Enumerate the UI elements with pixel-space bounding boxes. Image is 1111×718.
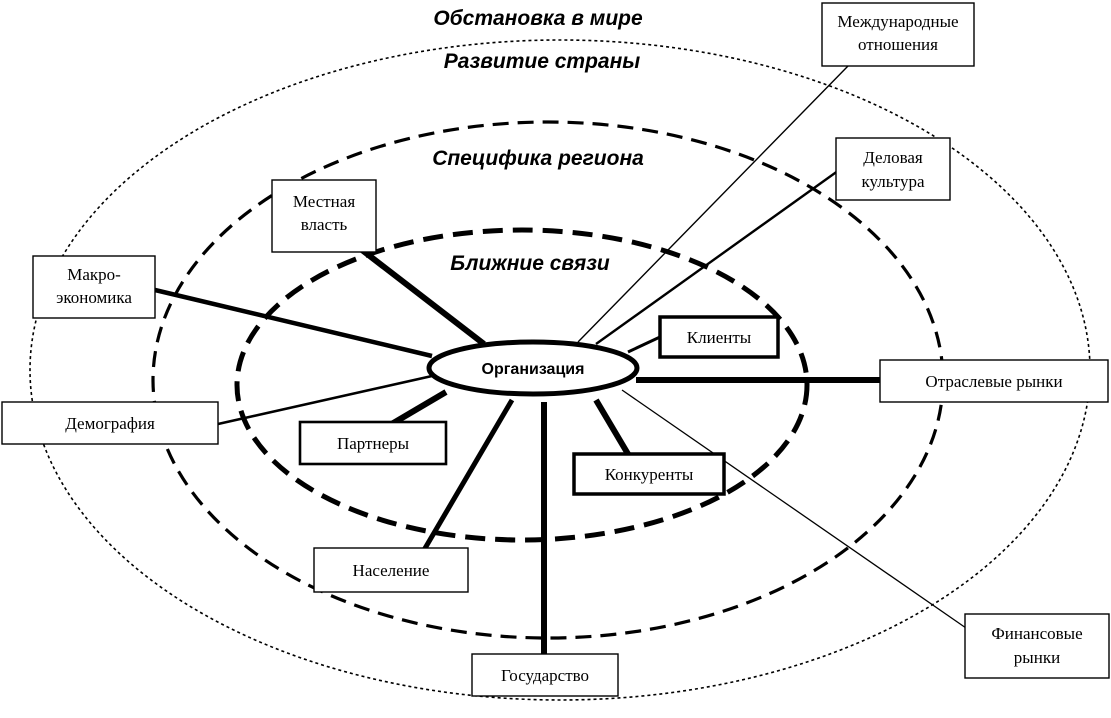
node-business-culture: Деловая культура bbox=[835, 137, 951, 201]
connector-clients bbox=[627, 335, 661, 354]
near-ring bbox=[234, 227, 810, 543]
node-state: Государство bbox=[471, 653, 619, 697]
connector-international bbox=[577, 65, 849, 343]
node-label: Конкуренты bbox=[605, 465, 694, 484]
organization-node: Организация bbox=[426, 339, 640, 397]
connector-financial-markets bbox=[621, 389, 967, 629]
connector-business-culture bbox=[595, 167, 843, 345]
node-financial-markets: Финансовые рынки bbox=[964, 613, 1110, 679]
node-competitors: Конкуренты bbox=[572, 452, 726, 496]
connector-population bbox=[421, 398, 515, 552]
node-label: отношения bbox=[858, 35, 938, 54]
node-clients: Клиенты bbox=[658, 315, 780, 359]
node-label: Макро- bbox=[67, 265, 121, 284]
ring-label-country: Развитие страны bbox=[444, 50, 640, 73]
node-international: Международные отношения bbox=[821, 2, 975, 67]
node-label: Финансовые bbox=[991, 624, 1082, 643]
node-industry-markets: Отраслевые рынки bbox=[879, 359, 1109, 403]
node-label: Партнеры bbox=[337, 434, 410, 453]
node-label: Деловая bbox=[863, 148, 923, 167]
node-local-power: Местная власть bbox=[271, 179, 377, 253]
node-label: Население bbox=[353, 561, 430, 580]
node-label: Демография bbox=[65, 414, 155, 433]
connector-demography bbox=[217, 374, 433, 426]
connector-macro bbox=[154, 287, 433, 359]
connectors bbox=[154, 65, 967, 656]
node-population: Население bbox=[313, 547, 469, 593]
ring-label-near: Ближние связи bbox=[450, 252, 610, 275]
node-label: Отраслевые рынки bbox=[925, 372, 1062, 391]
connector-local-power bbox=[360, 247, 486, 347]
connector-competitors bbox=[593, 398, 631, 456]
node-label: рынки bbox=[1014, 648, 1060, 667]
node-label: культура bbox=[861, 172, 925, 191]
ring-label-world: Обстановка в мире bbox=[433, 7, 643, 30]
node-label: экономика bbox=[56, 288, 132, 307]
node-label: Государство bbox=[501, 666, 589, 685]
node-partners: Партнеры bbox=[298, 420, 448, 466]
node-label: власть bbox=[301, 215, 348, 234]
connector-partners bbox=[388, 389, 448, 428]
node-macro: Макро- экономика bbox=[32, 255, 156, 319]
node-demography: Демография bbox=[1, 401, 219, 445]
ring-label-region: Специфика региона bbox=[432, 147, 644, 170]
node-label: Местная bbox=[293, 192, 355, 211]
node-label: Клиенты bbox=[687, 328, 752, 347]
node-label: Международные bbox=[837, 12, 958, 31]
organization-label: Организация bbox=[482, 361, 585, 378]
